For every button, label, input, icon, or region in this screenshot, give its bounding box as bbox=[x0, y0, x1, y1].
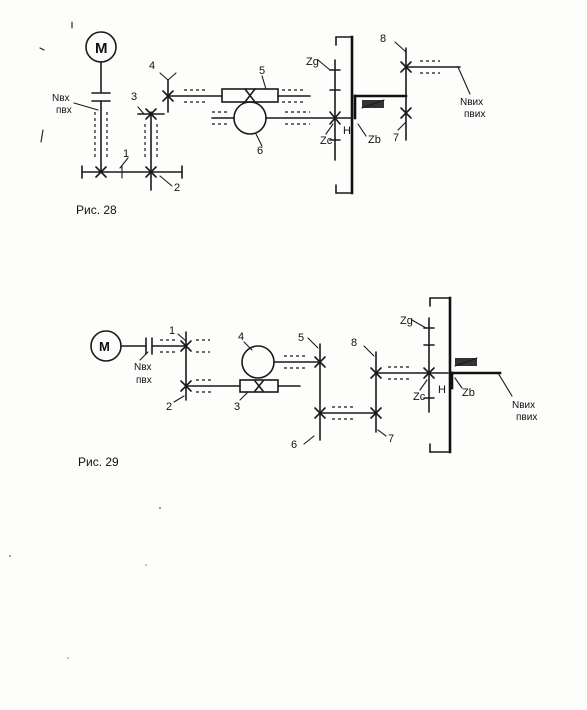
fig29-gear-7-label: 7 bbox=[388, 433, 394, 445]
fig29-planetary-stage bbox=[411, 296, 513, 454]
fig28-output-power: Nвих bbox=[460, 97, 483, 108]
fig28-bevel-gear-4 bbox=[159, 72, 223, 113]
fig28-gear-8-label: 8 bbox=[380, 33, 386, 45]
fig29-gear-8-label: 8 bbox=[351, 337, 357, 349]
fig28-zb-label: Zb bbox=[368, 134, 381, 146]
fig29-caption: Рис. 29 bbox=[78, 455, 119, 469]
fig28-motor-label: M bbox=[95, 40, 108, 57]
fig29-gear-6-label: 6 bbox=[291, 439, 297, 451]
figure-28: M Nвх пвх 1 2 bbox=[52, 31, 485, 217]
fig29-output-speed: пвих bbox=[516, 412, 537, 423]
fig29-h-label: H bbox=[438, 384, 446, 396]
fig29-gear-2-label: 2 bbox=[166, 401, 172, 413]
fig28-motor: M bbox=[85, 31, 117, 93]
fig28-gear-2-label: 2 bbox=[174, 182, 180, 194]
fig29-output-power: Nвих bbox=[512, 400, 535, 411]
fig28-input-shaft bbox=[73, 92, 111, 173]
fig29-gear-stage-5-6 bbox=[303, 337, 377, 445]
fig29-zc-label: Zc bbox=[413, 391, 426, 403]
fig28-planetary-stage bbox=[317, 35, 471, 195]
fig29-gear-stage-1-2 bbox=[173, 331, 241, 403]
fig29-zb-label: Zb bbox=[462, 387, 475, 399]
fig29-zg-label: Zg bbox=[400, 315, 413, 327]
fig29-gear-stage-7-8 bbox=[363, 345, 429, 437]
fig29-gear-1-label: 1 bbox=[169, 325, 175, 337]
fig28-gear-7-label: 7 bbox=[393, 132, 399, 144]
fig28-gear-6-label: 6 bbox=[257, 145, 263, 157]
fig28-gear-4-label: 4 bbox=[149, 60, 155, 72]
fig28-zc-label: Zc bbox=[320, 135, 333, 147]
fig29-motor: M bbox=[90, 330, 187, 362]
fig28-worm-5 bbox=[221, 75, 311, 103]
fig29-gear-4-label: 4 bbox=[238, 331, 244, 343]
fig28-worm-wheel-6 bbox=[211, 101, 336, 147]
fig28-caption: Рис. 28 bbox=[76, 203, 117, 217]
fig28-zg-label: Zg bbox=[306, 56, 319, 68]
fig28-shaft-3 bbox=[137, 106, 165, 191]
fig28-gear-1-label: 1 bbox=[123, 148, 129, 160]
fig28-input-speed: пвх bbox=[56, 105, 72, 116]
fig28-output-speed: пвих bbox=[464, 109, 485, 120]
fig28-gear-5-label: 5 bbox=[259, 65, 265, 77]
fig29-worm-drive bbox=[239, 341, 319, 401]
fig28-h-label: H bbox=[343, 125, 351, 137]
fig29-gear-5-label: 5 bbox=[298, 332, 304, 344]
fig28-gear-stage-1-2 bbox=[81, 157, 183, 187]
fig29-input-speed: пвх bbox=[136, 375, 152, 386]
fig29-input-power: Nвх bbox=[134, 362, 152, 373]
fig29-gear-3-label: 3 bbox=[234, 401, 240, 413]
fig28-input-power: Nвх bbox=[52, 93, 70, 104]
scan-noise bbox=[9, 21, 161, 659]
figure-29: M Nвх пвх 1 2 bbox=[78, 296, 537, 469]
fig29-motor-label: M bbox=[99, 339, 110, 354]
fig28-gear-3-label: 3 bbox=[131, 91, 137, 103]
